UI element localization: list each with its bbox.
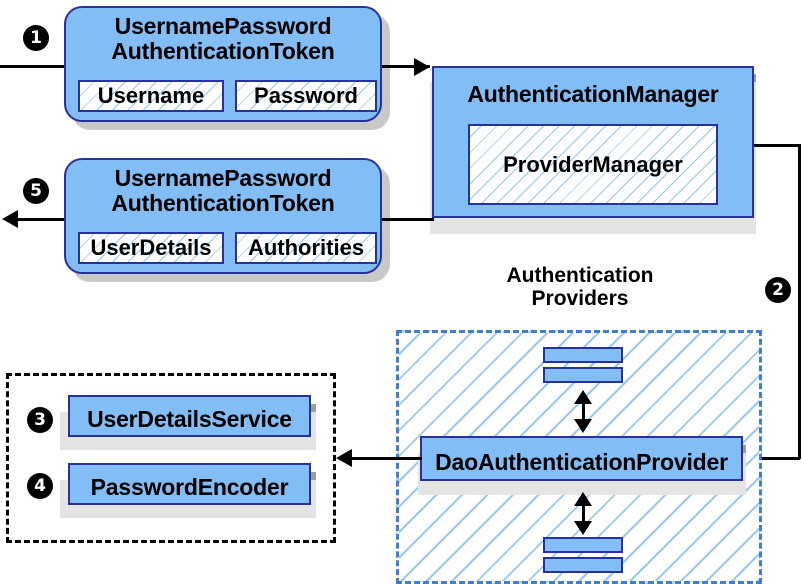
- connector-token-to-manager: [382, 65, 430, 68]
- user-details-service-label: UserDetailsService: [87, 406, 292, 433]
- user-details-service-box[interactable]: UserDetailsService: [68, 395, 311, 437]
- request-field-password[interactable]: Password: [235, 80, 377, 112]
- connector-manager-right: [754, 144, 801, 147]
- arrow-provider-to-collaborators: [336, 449, 352, 467]
- provider-manager-box[interactable]: ProviderManager: [468, 124, 718, 205]
- response-field-authorities[interactable]: Authorities: [235, 232, 377, 264]
- response-field-userdetails[interactable]: UserDetails: [78, 232, 224, 264]
- arrow-stub-bottom-down: [574, 521, 592, 535]
- provider-stub-bottom-2: [543, 557, 623, 573]
- providers-caption-line2: Providers: [531, 287, 629, 311]
- step-badge-4: 4: [27, 473, 53, 499]
- providers-caption: Authentication Providers: [460, 264, 700, 310]
- arrow-token-to-manager: [414, 58, 430, 76]
- connector-request-in: [0, 65, 66, 68]
- dao-authentication-provider-label: DaoAuthenticationProvider: [435, 449, 728, 476]
- password-encoder-label: PasswordEncoder: [90, 474, 289, 501]
- connector-provider-to-collaborators: [350, 457, 422, 460]
- arrow-stub-top-down: [574, 419, 592, 433]
- provider-stub-top-2: [543, 367, 623, 383]
- request-token-title-line2: AuthenticationToken: [111, 37, 335, 64]
- step-badge-3: 3: [27, 407, 53, 433]
- request-field-username[interactable]: Username: [78, 80, 224, 112]
- step-badge-5: 5: [23, 178, 49, 204]
- request-token-title-line1: UsernamePassword: [114, 13, 332, 39]
- dao-authentication-provider-box[interactable]: DaoAuthenticationProvider: [420, 436, 743, 481]
- auth-manager-title: AuthenticationManager: [467, 81, 719, 107]
- response-token-title-line2: AuthenticationToken: [111, 189, 335, 216]
- arrow-response-out: [2, 210, 18, 228]
- step-badge-1: 1: [23, 25, 49, 51]
- request-token-title: UsernamePassword AuthenticationToken: [111, 14, 334, 64]
- connector-right-down: [798, 144, 801, 459]
- step-badge-2: 2: [765, 277, 791, 303]
- response-token-title: UsernamePassword AuthenticationToken: [111, 166, 334, 216]
- password-encoder-box[interactable]: PasswordEncoder: [68, 463, 311, 505]
- connector-manager-to-response: [382, 218, 434, 221]
- provider-stub-bottom-1: [543, 537, 623, 553]
- providers-caption-line1: Authentication: [506, 264, 654, 287]
- connector-response-out: [16, 218, 66, 221]
- connector-stub-bottom: [582, 498, 585, 528]
- connector-stub-top: [582, 396, 585, 426]
- provider-stub-top-1: [543, 347, 623, 363]
- response-token-title-line1: UsernamePassword: [114, 165, 332, 191]
